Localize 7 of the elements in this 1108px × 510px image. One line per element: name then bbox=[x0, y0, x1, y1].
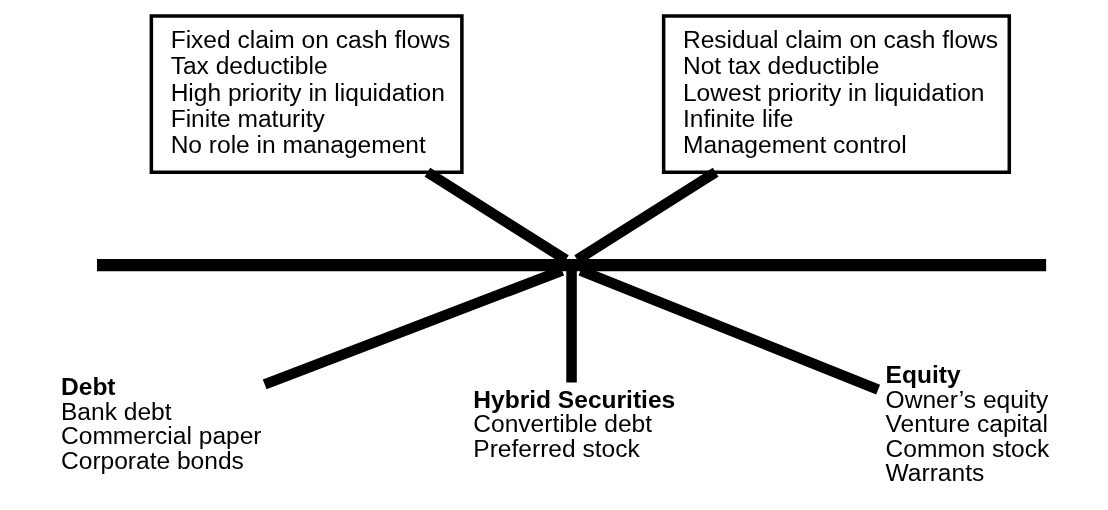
node-bar bbox=[96, 258, 1047, 271]
node-box: Fixed claim on cash flows Tax deductible High priority in liquidation Finite maturity No role in management bbox=[149, 13, 464, 174]
node-box: Residual claim on cash flows Not tax deductible Lowest priority in liquidation Infinite life Management control bbox=[661, 13, 1012, 174]
connector bbox=[566, 270, 577, 382]
node-text: Hybrid Securities Convertible debt Preferred stock bbox=[473, 385, 676, 462]
node-text: Equity Owner’s equity Venture capital Common stock Warrants bbox=[885, 360, 1050, 486]
node-text: Debt Bank debt Commercial paper Corporate bonds bbox=[61, 372, 262, 474]
